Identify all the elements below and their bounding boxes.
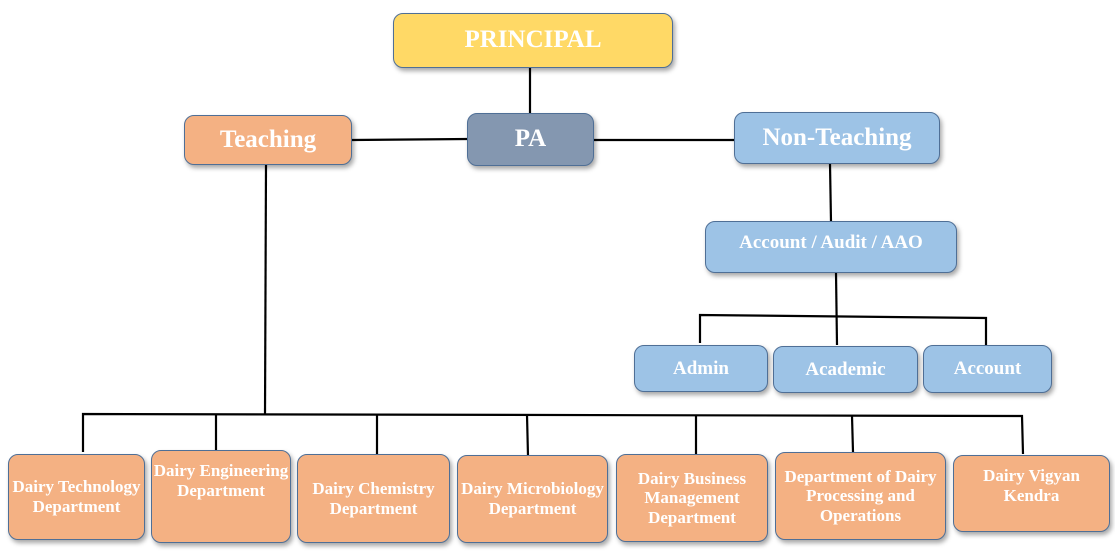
dept-dairy-microbiology-box: Dairy Microbiology Department <box>457 455 608 543</box>
dept-dairy-technology-box: Dairy Technology Department <box>8 454 145 540</box>
account-audit-aao-label: Account / Audit / AAO <box>739 232 923 253</box>
dept-dairy-engineering-box: Dairy Engineering Department <box>151 450 291 543</box>
connector-departments-bar <box>81 412 1025 455</box>
connector-dept-4 <box>525 414 530 457</box>
connector-account-down <box>834 272 839 346</box>
dept-dairy-technology-label: Dairy Technology Department <box>12 477 141 516</box>
connector-nonteaching-account <box>828 163 833 223</box>
non-teaching-box: Non-Teaching <box>734 112 940 164</box>
dept-dairy-vigyan-kendra-label: Dairy Vigyan Kendra <box>983 466 1080 505</box>
dept-dairy-business-management-box: Dairy Business Management Department <box>616 454 768 542</box>
section-account-label: Account <box>953 358 1022 380</box>
dept-dairy-business-management-label: Dairy Business Management Department <box>637 468 747 527</box>
principal-label: PRINCIPAL <box>464 26 602 54</box>
account-audit-aao-box: Account / Audit / AAO <box>705 221 957 273</box>
dept-dairy-processing-operations-box: Department of Dairy Processing and Opera… <box>775 452 946 540</box>
dept-dairy-engineering-label: Dairy Engineering Department <box>153 461 289 500</box>
section-admin-label: Admin <box>673 357 729 379</box>
dept-dairy-chemistry-label: Dairy Chemistry Department <box>312 478 435 518</box>
connector-dept-6 <box>850 415 855 453</box>
principal-box: PRINCIPAL <box>393 13 673 68</box>
non-teaching-label: Non-Teaching <box>762 123 912 151</box>
section-admin-box: Admin <box>634 345 768 392</box>
section-academic-box: Academic <box>773 346 918 393</box>
dept-dairy-chemistry-box: Dairy Chemistry Department <box>297 454 450 543</box>
teaching-box: Teaching <box>184 115 352 165</box>
dept-dairy-processing-operations-label: Department of Dairy Processing and Opera… <box>784 466 937 525</box>
section-academic-label: Academic <box>805 358 886 380</box>
teaching-label: Teaching <box>219 125 317 153</box>
section-account-box: Account <box>923 345 1052 393</box>
connector-sections-bar <box>698 313 988 345</box>
pa-box: PA <box>467 113 594 166</box>
dept-dairy-microbiology-label: Dairy Microbiology Department <box>461 479 604 518</box>
connector-teaching-down <box>263 164 268 415</box>
dept-dairy-vigyan-kendra-box: Dairy Vigyan Kendra <box>953 455 1110 532</box>
connector-pa-teaching <box>351 137 469 142</box>
pa-label: PA <box>514 125 547 153</box>
